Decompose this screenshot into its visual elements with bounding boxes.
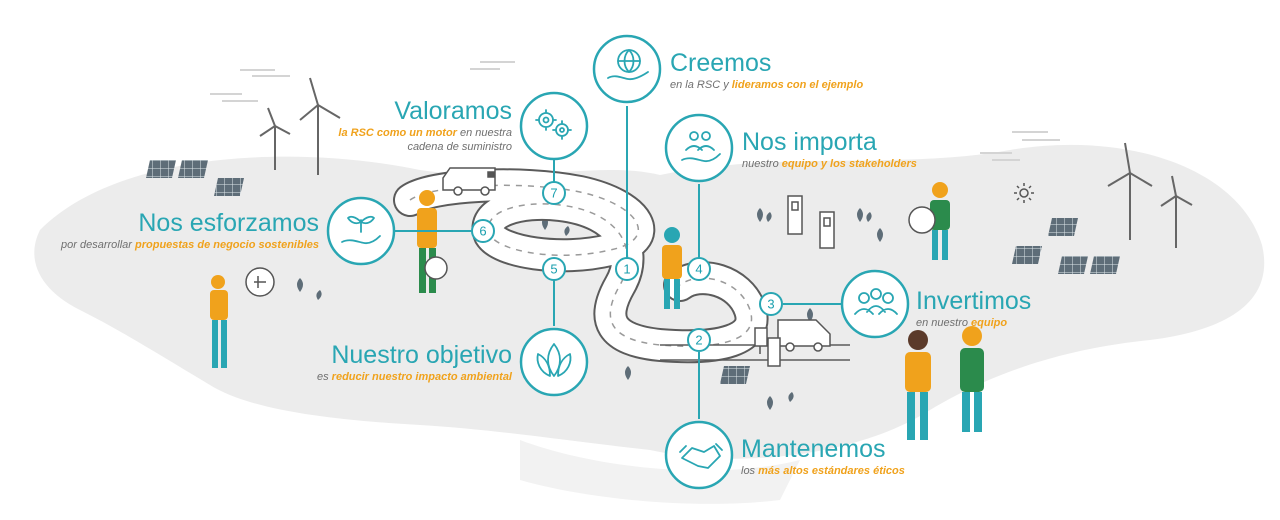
item-1-sub-bold: lideramos con el ejemplo [731,79,864,92]
item-4-title: Nos importa [742,128,877,156]
item-6-text: Nos esforzamos por desarrollar propuesta… [61,208,319,253]
item-4-sub-bold: equipo y los stakeholders [781,158,917,171]
people-hand-icon [681,131,721,163]
solar-panels [146,160,1120,384]
plants [297,208,883,410]
item-3-title: Invertimos [916,287,1032,315]
item-2-sub-plain: los [741,465,759,478]
item-1-subtitle: en la RSC y lideramos con el ejemplo [670,79,863,93]
item-2-text: Mantenemos los más altos estándares étic… [741,434,905,479]
item-7-sub-bold: la RSC como un motor [338,127,457,140]
item-6-sub-plain: por desarrollar [61,239,135,252]
item-6-subtitle: por desarrollar propuestas de negocio so… [61,239,319,253]
item-3-subtitle: en nuestro equipo [916,317,1031,331]
connector-lines [394,106,842,419]
number-labels: 1 2 3 4 5 6 7 [479,186,774,348]
item-4-sub-plain: nuestro [742,158,782,171]
item-7-text: Valoramos la RSC como un motor en nuestr… [312,96,512,155]
leaves-icon [536,343,572,377]
person-left-plug [210,267,275,368]
number-label-6: 6 [479,224,486,239]
charging-stations [767,195,835,367]
item-1-sub-plain: en la RSC y [670,79,732,92]
item-3-sub-plain: en nuestro [916,317,972,330]
globe-hand-icon [607,49,649,81]
team-icon [854,288,898,315]
number-circles [471,181,783,352]
item-6-title: Nos esforzamos [138,209,319,237]
item-7-subtitle: la RSC como un motor en nuestra cadena d… [312,127,512,155]
number-label-1: 1 [623,262,630,277]
item-5-sub-plain: es [316,371,332,384]
item-7-sub-plain: en nuestra cadena de suministro [407,127,512,153]
item-6-sub-bold: propuestas de negocio sostenibles [135,239,319,252]
number-label-5: 5 [550,262,557,277]
wind-turbines [259,77,1193,248]
item-3-sub-bold: equipo [971,317,1008,330]
item-2-sub-bold: más altos estándares éticos [758,465,905,478]
handshake-icon [679,443,723,469]
item-7-title: Valoramos [394,97,512,125]
clouds [210,61,1060,161]
background-landscape [34,144,1265,504]
number-label-4: 4 [695,262,702,277]
people [210,182,984,440]
sun-icon [1014,183,1034,203]
person-center [662,227,682,309]
plant-hand-icon [341,215,381,245]
item-2-title: Mantenemos [741,435,886,463]
people-handshake [905,326,984,440]
item-4-text: Nos importa nuestro equipo y los stakeho… [742,127,917,172]
item-4-subtitle: nuestro equipo y los stakeholders [742,158,917,172]
vans [442,167,831,354]
item-2-subtitle: los más altos estándares éticos [741,465,905,479]
item-1-title: Creemos [670,49,772,77]
person-right-sign [908,182,950,260]
item-1-text: Creemos en la RSC y lideramos con el eje… [670,48,863,93]
number-label-7: 7 [550,186,557,201]
number-label-3: 3 [767,297,774,312]
item-5-text: Nuestro objetivo es reducir nuestro impa… [317,340,512,385]
gears-icon [535,109,572,140]
item-3-text: Invertimos en nuestro equipo [916,286,1031,331]
person-left-fire [417,190,448,293]
number-label-2: 2 [695,333,702,348]
item-5-title: Nuestro objetivo [331,341,512,369]
item-5-sub-bold: reducir nuestro impacto ambiental [331,371,512,384]
item-5-subtitle: es reducir nuestro impacto ambiental [317,371,512,385]
